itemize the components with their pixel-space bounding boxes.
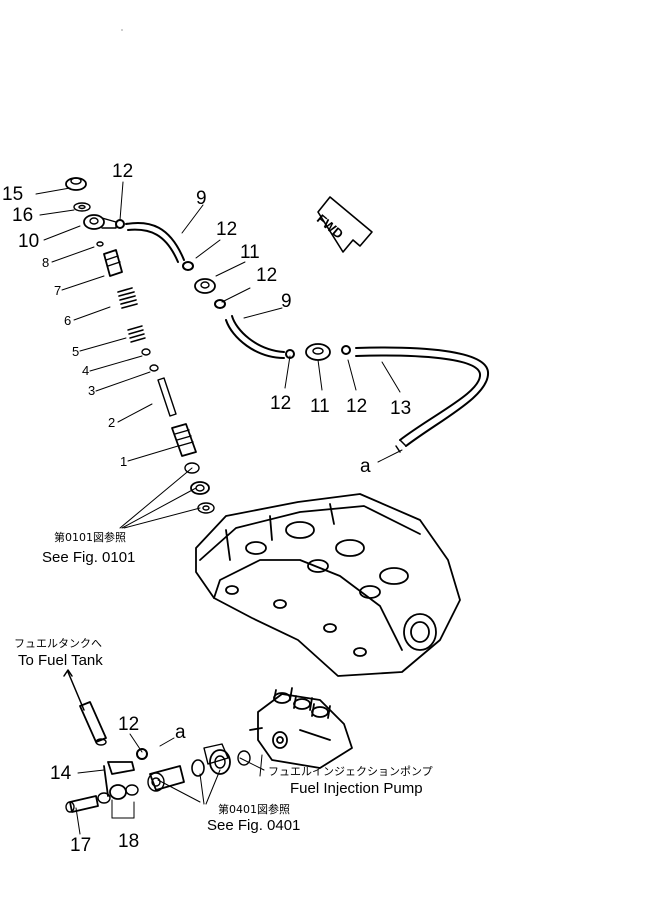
fuel-injection-pump-en: Fuel Injection Pump (290, 780, 423, 797)
cylinder-head (196, 494, 460, 676)
bottom-fittings (66, 744, 250, 812)
part-12b-label: 12 (216, 219, 238, 240)
part-7-label: 7 (54, 283, 62, 298)
leader-lines (36, 30, 402, 834)
fwd-arrow (318, 197, 372, 252)
part-12e-label: 12 (346, 396, 368, 417)
ref-0401-en: See Fig. 0401 (207, 817, 301, 834)
part-6-label: 6 (64, 313, 72, 328)
connector-a-top-label: a (360, 456, 371, 477)
part-12a-label: 12 (112, 161, 134, 182)
part-15-label: 15 (2, 184, 24, 205)
part-18-label: 18 (118, 831, 140, 852)
part-5-label: 5 (72, 344, 80, 359)
part-12d-label: 12 (270, 393, 292, 414)
part-14-label: 14 (50, 763, 72, 784)
nozzle-stack (66, 178, 214, 513)
to-fuel-tank-en: To Fuel Tank (18, 652, 103, 669)
part-9b-label: 9 (281, 291, 292, 312)
part-11b-label: 11 (310, 396, 330, 417)
ref-0401-jp: 第0401図参照 (218, 803, 290, 816)
part-16-label: 16 (12, 205, 34, 226)
part-9a-label: 9 (196, 188, 207, 209)
part-8-label: 8 (42, 255, 50, 270)
return-hoses (116, 220, 488, 452)
injection-pump (250, 688, 352, 768)
connector-a-bottom-label: a (175, 722, 186, 743)
ref-0101-en: See Fig. 0101 (42, 549, 136, 566)
part-10-label: 10 (18, 231, 40, 252)
part-17-label: 17 (70, 835, 92, 856)
ref-0101-jp: 第0101図参照 (54, 531, 126, 544)
part-11a-label: 11 (240, 242, 260, 263)
fuel-tank-pipe (64, 670, 106, 745)
part-4-label: 4 (82, 363, 90, 378)
fuel-injection-pump-jp: フュエルインジェクションポンプ (268, 765, 433, 778)
part-12c-label: 12 (256, 265, 278, 286)
part-12f-label: 12 (118, 714, 140, 735)
part-2-label: 2 (108, 415, 116, 430)
part-1-label: 1 (120, 454, 128, 469)
part-13-label: 13 (390, 398, 412, 419)
to-fuel-tank-jp: フュエルタンクへ (14, 637, 102, 650)
part-3-label: 3 (88, 383, 96, 398)
